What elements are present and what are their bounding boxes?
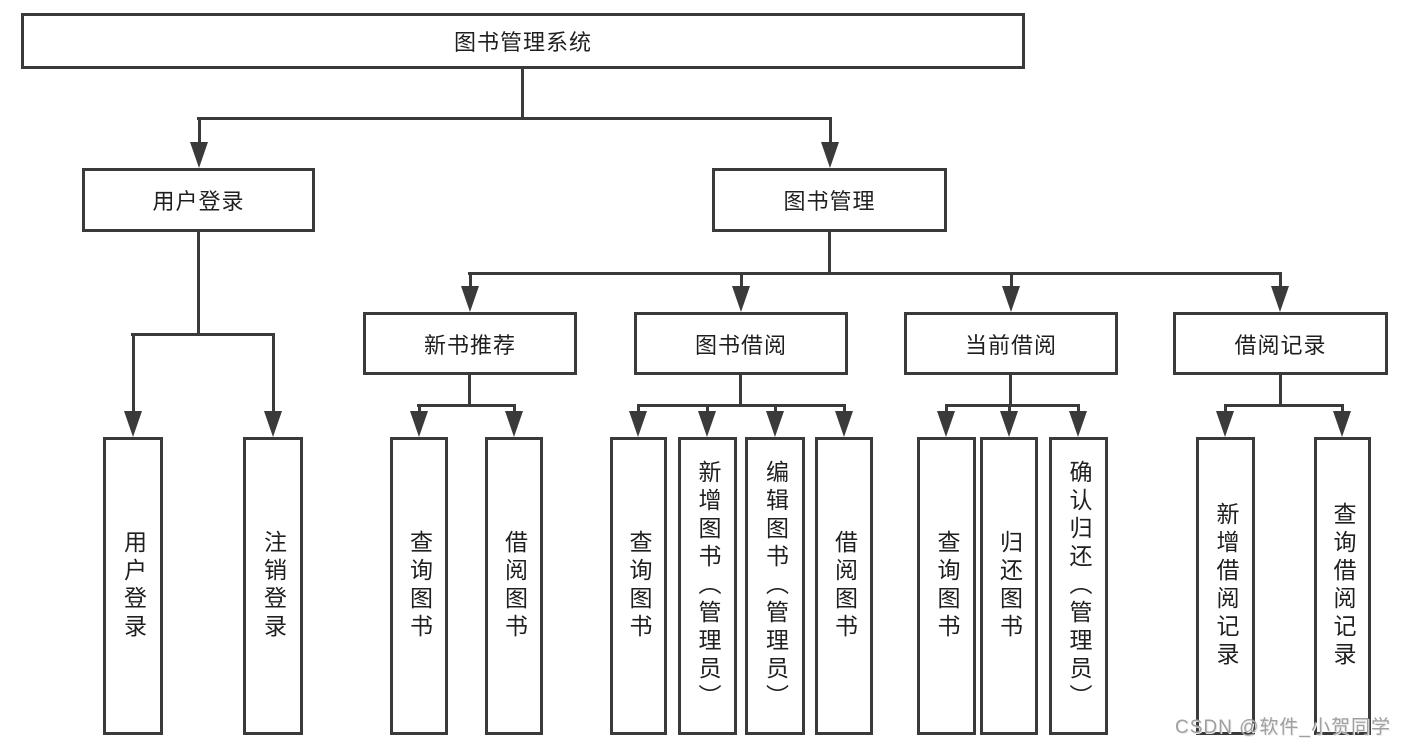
leaf-logout: 注销登录 [243,437,303,735]
connector-new-book-rail [417,404,515,407]
arrow-to-bb-query-books [629,404,647,437]
leaf-user-login: 用户登录 [103,437,163,735]
leaf-bb-edit-book-admin: 编辑图书（管理员） [745,437,805,735]
connector-root-stem [521,69,524,120]
arrow-to-br-add-record [1216,404,1234,437]
connector-book-borrow-stem [739,375,742,407]
arrow-to-bb-edit-book [766,404,784,437]
connector-borrow-records-rail [1224,404,1344,407]
leaf-cb-query-books: 查询图书 [917,437,976,735]
arrow-to-borrow-records [1271,272,1289,312]
leaf-br-add-borrow-record: 新增借阅记录 [1196,437,1255,735]
csdn-watermark: CSDN @软件_小贺同学 [1175,717,1391,738]
arrow-to-leaf-user-login [124,333,142,437]
connector-user-login-stem [197,232,200,336]
leaf-cb-confirm-return-admin: 确认归还（管理员） [1049,437,1108,735]
leaf-br-query-borrow-record: 查询借阅记录 [1314,437,1371,735]
arrow-to-user-login [190,117,208,168]
arrow-to-cb-confirm-return [1069,404,1087,437]
node-user-login: 用户登录 [82,168,315,232]
leaf-bb-add-book-admin: 新增图书（管理员） [678,437,737,735]
arrow-to-new-book-recommend [461,272,479,312]
connector-borrow-records-stem [1279,375,1282,407]
connector-current-borrow-rail [945,404,1080,407]
arrow-to-nb-query-books [410,404,428,437]
leaf-cb-return-book: 归还图书 [980,437,1038,735]
connector-level2-rail [197,117,831,120]
arrow-to-br-query-record [1333,404,1351,437]
node-library-management-system: 图书管理系统 [21,13,1025,69]
node-book-management: 图书管理 [712,168,947,232]
node-new-book-recommend: 新书推荐 [363,312,577,375]
leaf-nb-borrow-books: 借阅图书 [485,437,543,735]
arrow-to-bb-add-book [698,404,716,437]
arrow-to-current-borrow [1002,272,1020,312]
arrow-to-cb-return-book [1000,404,1018,437]
connector-level3-rail [468,272,1282,275]
node-borrow-records: 借阅记录 [1173,312,1388,375]
arrow-to-book-management [821,117,839,168]
connector-user-login-rail [131,333,275,336]
leaf-bb-query-books: 查询图书 [610,437,667,735]
leaf-nb-query-books: 查询图书 [390,437,448,735]
node-current-borrow: 当前借阅 [904,312,1118,375]
connector-new-book-stem [468,375,471,407]
connector-book-borrow-rail [637,404,846,407]
arrow-to-leaf-logout [264,333,282,437]
arrow-to-bb-borrow-books [835,404,853,437]
arrow-to-nb-borrow-books [505,404,523,437]
connector-current-borrow-stem [1009,375,1012,407]
arrow-to-book-borrow [732,272,750,312]
node-book-borrow: 图书借阅 [634,312,848,375]
arrow-to-cb-query-books [937,404,955,437]
connector-book-management-stem [828,232,831,275]
leaf-bb-borrow-books: 借阅图书 [815,437,873,735]
